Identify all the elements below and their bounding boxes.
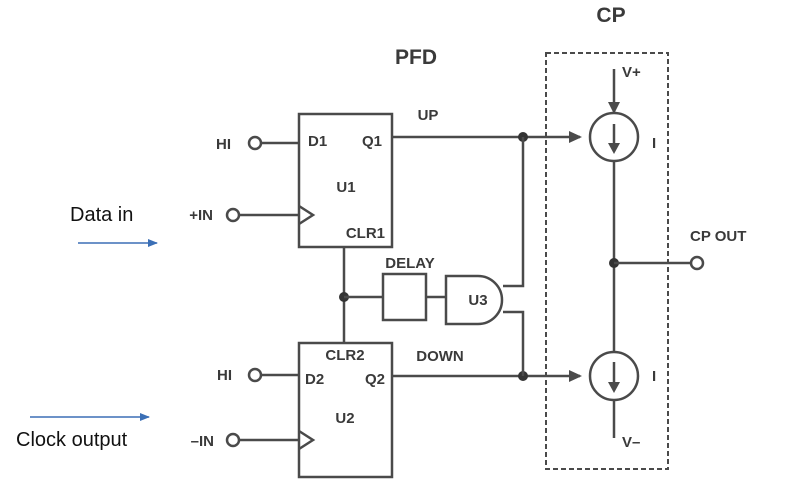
delay-block bbox=[381, 272, 428, 322]
and-gate-u3 bbox=[444, 274, 504, 326]
u2-clr-label: CLR2 bbox=[325, 347, 364, 364]
data-in-annotation: Data in bbox=[70, 204, 133, 226]
clock-output-annotation: Clock output bbox=[16, 429, 128, 451]
delay-label: DELAY bbox=[385, 255, 434, 272]
i-top-label: I bbox=[652, 135, 656, 152]
u3-label: U3 bbox=[468, 292, 487, 309]
signal-wires bbox=[339, 131, 582, 382]
up-label: UP bbox=[418, 107, 439, 124]
v-minus-label: V– bbox=[622, 434, 640, 451]
input-terminals bbox=[225, 135, 299, 448]
pfd-title: PFD bbox=[395, 46, 437, 69]
u1-q-label: Q1 bbox=[362, 133, 382, 150]
u2-name: U2 bbox=[335, 410, 354, 427]
flipflop-u2 bbox=[297, 341, 394, 479]
u1-name: U1 bbox=[336, 179, 355, 196]
charge-pump-box bbox=[545, 52, 669, 470]
charge-pump-circuit bbox=[588, 69, 705, 438]
hi-top-label: HI bbox=[216, 136, 231, 153]
u1-d-label: D1 bbox=[308, 133, 327, 150]
down-label: DOWN bbox=[416, 348, 464, 365]
flipflop-u1 bbox=[297, 112, 394, 249]
in-plus-label: +IN bbox=[189, 207, 213, 224]
cp-out-label: CP OUT bbox=[690, 228, 746, 245]
in-minus-label: –IN bbox=[191, 433, 214, 450]
hi-bottom-label: HI bbox=[217, 367, 232, 384]
u2-q-label: Q2 bbox=[365, 371, 385, 388]
u2-d-label: D2 bbox=[305, 371, 324, 388]
v-plus-label: V+ bbox=[622, 64, 641, 81]
u1-clr-label: CLR1 bbox=[346, 225, 385, 242]
cp-title: CP bbox=[596, 4, 625, 27]
i-bottom-label: I bbox=[652, 368, 656, 385]
